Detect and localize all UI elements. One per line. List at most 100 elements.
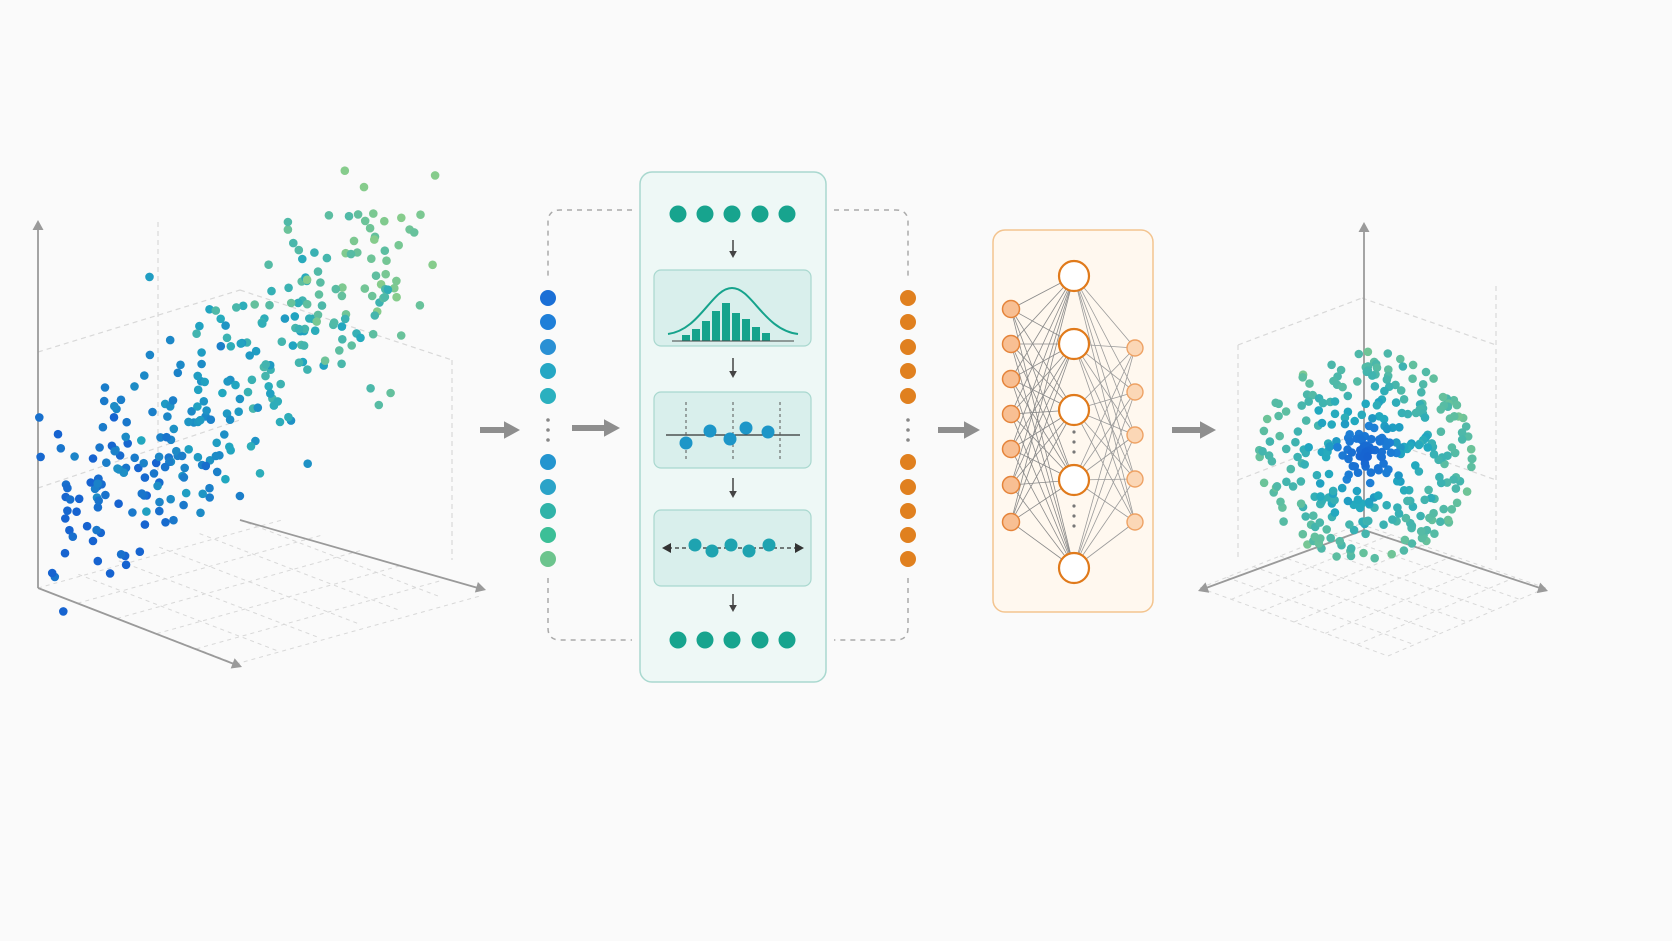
data-point	[93, 556, 103, 566]
node	[723, 631, 741, 649]
data-point	[1438, 392, 1448, 402]
data-point	[1376, 452, 1386, 461]
data-point	[1386, 448, 1396, 458]
edge	[1010, 308, 1075, 569]
data-point	[1399, 486, 1409, 495]
data-point	[1350, 462, 1360, 471]
node	[669, 205, 687, 223]
data-point	[367, 254, 376, 263]
neuron	[1126, 470, 1144, 488]
data-point	[340, 166, 350, 175]
edge	[1010, 448, 1075, 569]
data-point	[149, 469, 159, 478]
data-point	[1393, 503, 1402, 512]
neuron	[1057, 259, 1091, 293]
bracket-right-top	[834, 209, 909, 280]
data-point	[1408, 360, 1418, 370]
data-point	[1314, 406, 1323, 415]
grid-line	[156, 565, 401, 635]
data-point	[1395, 423, 1404, 432]
data-point	[366, 384, 375, 393]
data-point	[1374, 491, 1383, 500]
data-point	[1387, 549, 1396, 559]
data-point	[365, 223, 375, 233]
data-point	[72, 507, 81, 516]
edge	[1010, 413, 1075, 569]
data-point	[430, 171, 440, 180]
data-point	[250, 300, 259, 309]
histogram-bar	[682, 335, 690, 341]
z-axis	[239, 519, 479, 589]
data-point	[197, 359, 206, 369]
data-point	[1418, 380, 1428, 389]
data-point	[337, 322, 347, 331]
data-point	[261, 371, 270, 381]
data-point	[122, 417, 131, 427]
data-point	[1316, 492, 1325, 501]
data-point	[148, 407, 157, 417]
data-point	[222, 333, 232, 343]
data-point	[1398, 362, 1408, 371]
data-point	[267, 286, 276, 296]
data-point	[251, 346, 261, 356]
data-point	[1281, 407, 1291, 416]
data-point	[324, 211, 334, 220]
scaling-step	[653, 509, 812, 587]
sample-point	[762, 538, 776, 552]
data-point	[1436, 405, 1446, 414]
data-point	[121, 560, 131, 570]
data-point	[305, 314, 314, 323]
data-point	[1467, 454, 1477, 464]
data-point	[212, 467, 222, 477]
data-point	[313, 310, 323, 320]
data-point	[289, 238, 298, 248]
edge	[1073, 347, 1136, 569]
vector-element	[900, 290, 916, 306]
grid-line	[1359, 523, 1547, 589]
data-point	[347, 341, 357, 350]
grid-line	[1226, 576, 1415, 646]
data-point	[216, 341, 226, 351]
ellipsis-dot	[1072, 440, 1076, 444]
data-point	[153, 481, 162, 491]
data-point	[1343, 391, 1353, 401]
data-point	[145, 272, 154, 282]
grid-line	[117, 549, 362, 619]
data-point	[255, 469, 265, 478]
data-point	[238, 301, 248, 311]
data-point	[1293, 452, 1302, 462]
data-point	[1368, 371, 1377, 380]
data-point	[1408, 374, 1417, 384]
data-point	[205, 483, 214, 493]
edge	[1010, 343, 1075, 569]
data-point	[68, 532, 78, 541]
ellipsis-dot	[906, 428, 910, 432]
input-scatter-plot	[32, 166, 486, 669]
data-point	[169, 515, 178, 525]
data-point	[74, 494, 84, 504]
data-point	[1457, 435, 1467, 444]
data-point	[193, 385, 203, 395]
data-point	[1430, 529, 1439, 538]
edge	[1010, 343, 1075, 450]
bracket-right-bottom	[834, 578, 909, 641]
data-point	[1368, 414, 1377, 423]
data-point	[298, 254, 307, 264]
data-point	[65, 525, 74, 535]
sample-point	[679, 436, 693, 450]
step-card	[653, 391, 812, 469]
data-point	[1267, 457, 1277, 466]
data-point	[1324, 469, 1334, 479]
data-point	[356, 333, 365, 343]
data-point	[1312, 470, 1322, 480]
vector-element	[900, 527, 916, 543]
data-point	[382, 256, 391, 266]
ellipsis-dot	[546, 438, 550, 442]
grid-line	[199, 533, 398, 611]
data-point	[369, 209, 378, 218]
x-axis	[37, 587, 235, 665]
data-point	[1274, 399, 1283, 409]
data-point	[1392, 438, 1401, 447]
data-point	[162, 432, 171, 442]
data-point	[1337, 483, 1347, 493]
